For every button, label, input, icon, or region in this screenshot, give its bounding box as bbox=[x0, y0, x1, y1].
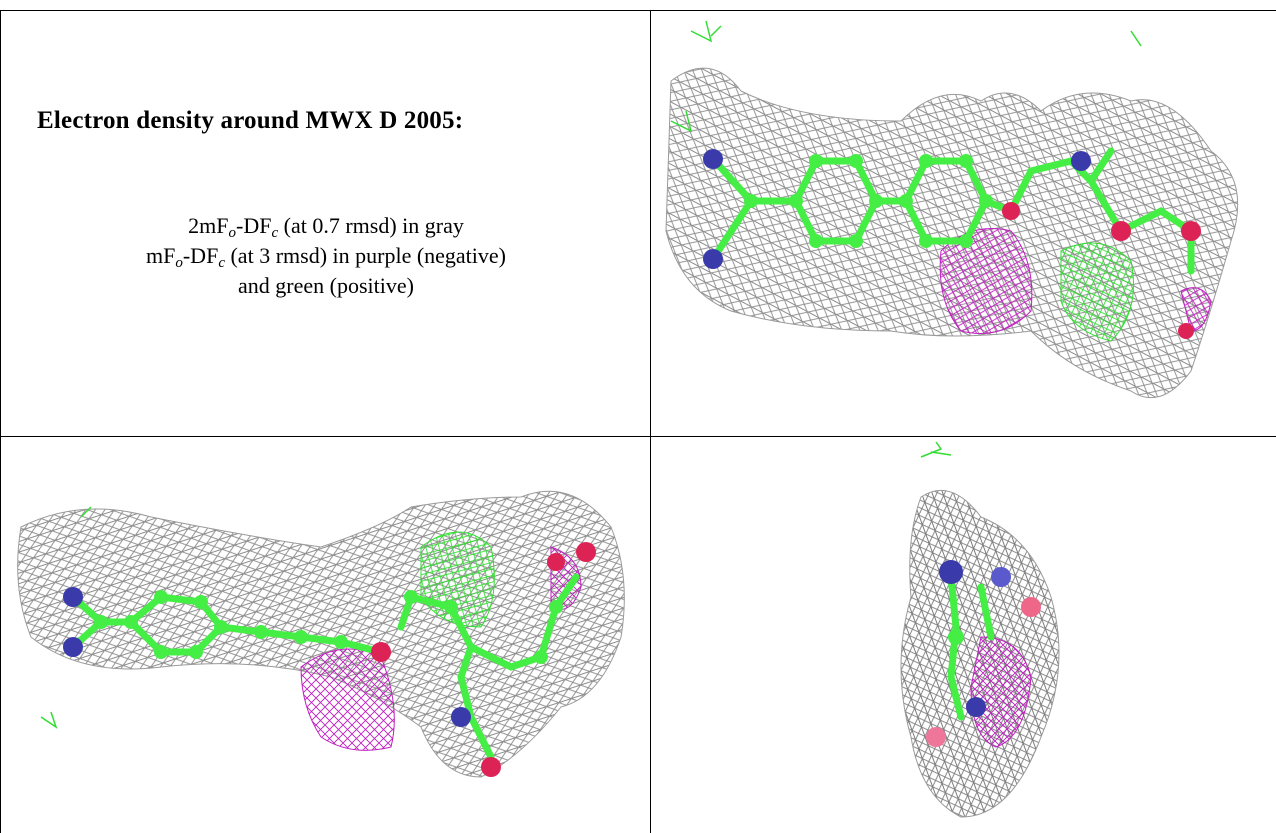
density-view-bottom-right bbox=[651, 437, 1276, 833]
mesh-negative-small bbox=[1180, 287, 1212, 332]
mesh-negative bbox=[300, 648, 395, 751]
mesh-positive bbox=[1060, 242, 1134, 342]
density-image-bottom-right bbox=[900, 441, 1060, 818]
stray-density bbox=[40, 506, 92, 729]
table-border-top bbox=[0, 10, 1276, 11]
stray-density bbox=[670, 20, 1142, 133]
ligand-atoms bbox=[63, 542, 596, 777]
table-divider-vertical bbox=[650, 10, 651, 833]
table-border-left bbox=[0, 10, 1, 833]
ligand-atoms bbox=[926, 560, 1041, 747]
density-view-bottom-left bbox=[1, 437, 650, 833]
density-image-top-right bbox=[665, 20, 1239, 399]
mesh-negative bbox=[970, 636, 1032, 748]
mesh-2fofc bbox=[665, 67, 1239, 399]
figure-title: Electron density around MWX D 2005: bbox=[37, 107, 464, 134]
table-divider-horizontal bbox=[0, 436, 1276, 437]
legend-line-colors: and green (positive) bbox=[238, 273, 414, 298]
legend-line-fofc: mFo-DFc (at 3 rmsd) in purple (negative) bbox=[146, 243, 506, 271]
ligand-bonds bbox=[947, 573, 995, 721]
legend-line-2fofc: 2mFo-DFc (at 0.7 rmsd) in gray bbox=[188, 213, 464, 241]
mesh-negative bbox=[939, 228, 1033, 334]
caption-cell: Electron density around MWX D 2005: 2mFo… bbox=[1, 11, 650, 436]
density-image-bottom-left bbox=[17, 490, 625, 778]
ligand-atoms bbox=[703, 149, 1201, 339]
density-view-top-right bbox=[651, 11, 1276, 436]
figure-legend: 2mFo-DFc (at 0.7 rmsd) in gray mFo-DFc (… bbox=[1, 211, 650, 301]
stray-density bbox=[920, 441, 952, 458]
